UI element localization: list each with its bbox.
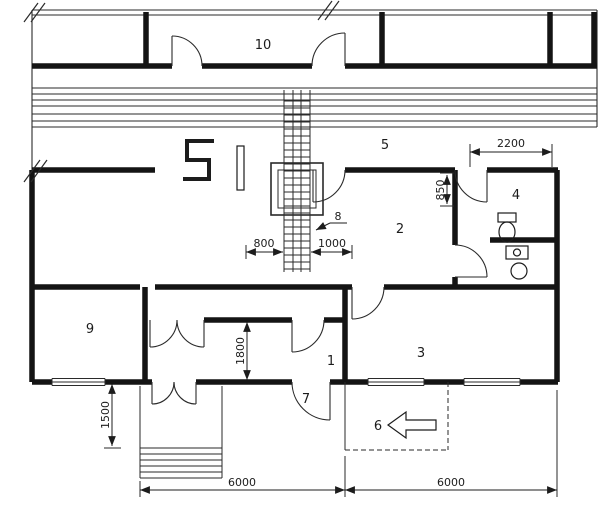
room-label-6: 6 bbox=[374, 419, 382, 434]
windows-layer bbox=[51, 378, 521, 386]
dimension-6000-row: 6000 6000 bbox=[139, 390, 558, 497]
callout-8: 8 bbox=[315, 210, 347, 231]
ladder-shaft bbox=[270, 90, 324, 272]
boiler-icon bbox=[510, 262, 528, 280]
room-label-10: 10 bbox=[255, 38, 272, 53]
dim-800-label: 800 bbox=[254, 237, 275, 250]
toilet-icon bbox=[497, 212, 517, 243]
entrance-stairs bbox=[139, 386, 223, 479]
dim-6000-right-label: 6000 bbox=[437, 476, 465, 489]
dimension-1000: 1000 bbox=[311, 237, 353, 259]
entrance-arrow-icon bbox=[386, 410, 437, 440]
dim-6000-left-label: 6000 bbox=[228, 476, 256, 489]
room-label-1: 1 bbox=[327, 354, 335, 369]
stair-symbol bbox=[183, 139, 245, 191]
room-label-3: 3 bbox=[417, 346, 425, 361]
break-marks bbox=[23, 0, 340, 183]
dim-2200-label: 2200 bbox=[497, 137, 525, 150]
sink-icon bbox=[505, 245, 529, 260]
dimension-2200: 2200 bbox=[469, 137, 553, 167]
dimension-1800: 1800 bbox=[234, 322, 251, 380]
dimension-800: 800 bbox=[245, 237, 283, 259]
room-labels: 10 5 4 2 9 1 3 7 6 bbox=[86, 38, 520, 434]
room-label-4: 4 bbox=[512, 188, 520, 203]
dimension-1500: 1500 bbox=[99, 384, 121, 449]
gallery-lines bbox=[32, 87, 597, 128]
room-label-7: 7 bbox=[302, 392, 310, 407]
entrance-platform bbox=[344, 382, 449, 451]
dim-1500-label: 1500 bbox=[99, 401, 112, 429]
dim-1000-label: 1000 bbox=[318, 237, 346, 250]
dim-1800-label: 1800 bbox=[234, 337, 247, 365]
walls-layer bbox=[29, 12, 597, 385]
room-label-8: 8 bbox=[335, 210, 342, 223]
room-label-9: 9 bbox=[86, 322, 94, 337]
room-label-5: 5 bbox=[381, 138, 389, 153]
dim-850-label: 850 bbox=[434, 180, 447, 201]
dimension-850: 850 bbox=[434, 172, 454, 207]
doors-layer bbox=[149, 32, 488, 421]
thin-walls-layer bbox=[31, 9, 598, 170]
room-label-2: 2 bbox=[396, 222, 404, 237]
